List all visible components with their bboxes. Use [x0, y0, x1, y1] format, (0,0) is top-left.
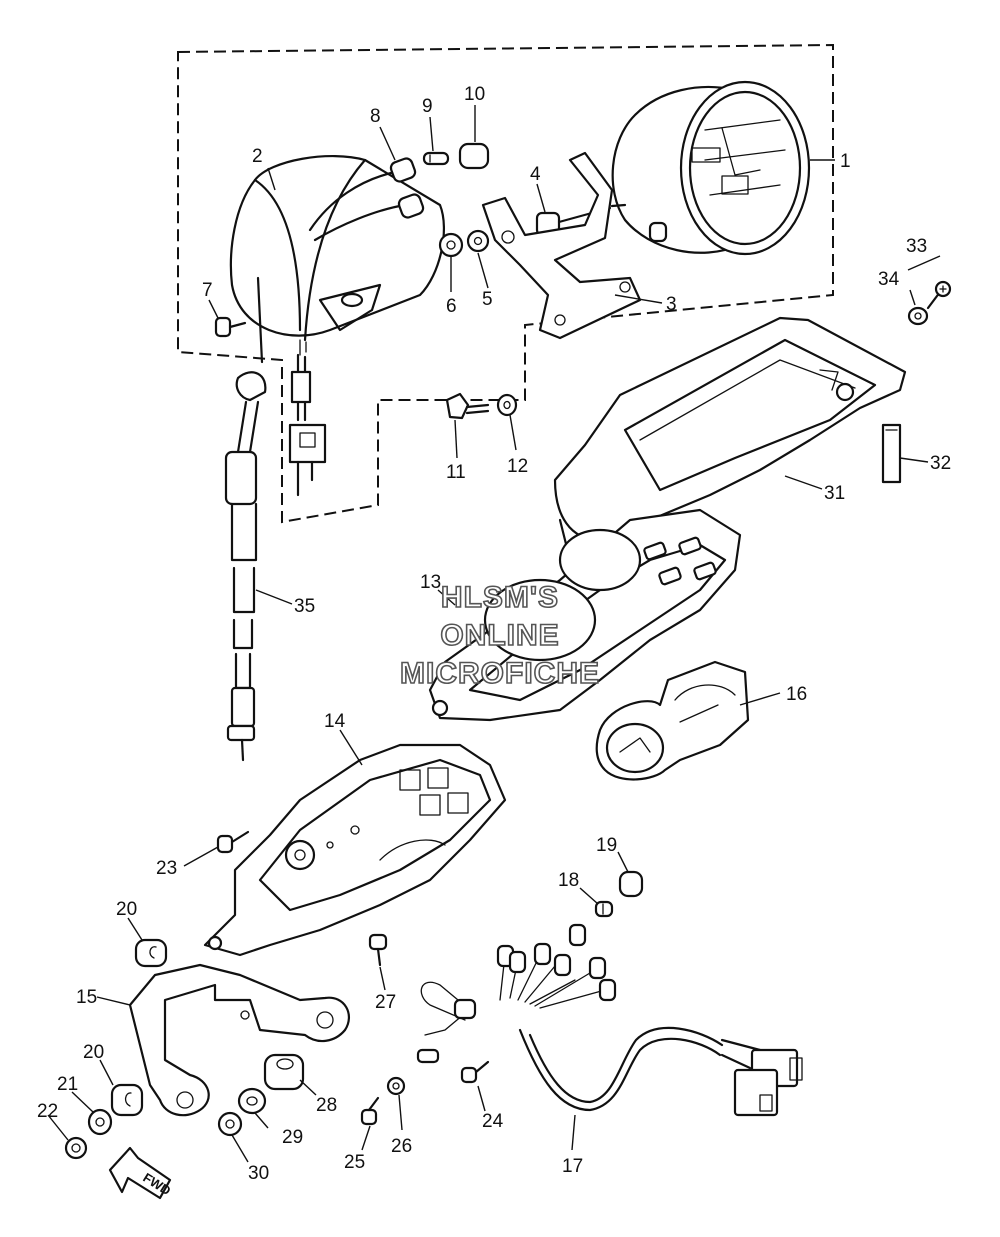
trim-piece — [881, 423, 902, 484]
callout-27: 27 — [375, 992, 396, 1013]
bulb-cap — [458, 142, 490, 170]
callout-8: 8 — [370, 106, 381, 127]
callout-28: 28 — [316, 1095, 337, 1116]
watermark-line-2: ONLINE — [440, 619, 559, 652]
callout-9: 9 — [422, 96, 433, 117]
callout-25: 25 — [344, 1152, 365, 1173]
nut — [438, 232, 464, 258]
callout-24: 24 — [482, 1111, 504, 1132]
callout-1: 1 — [840, 151, 851, 172]
speedometer-cable — [224, 276, 267, 762]
screw — [460, 1060, 490, 1084]
washer — [496, 393, 518, 417]
callout-17: 17 — [562, 1156, 583, 1177]
callout-32: 32 — [930, 453, 951, 474]
callout-26: 26 — [391, 1136, 412, 1157]
callout-13: 13 — [420, 572, 441, 593]
watermark: HLSM'S ONLINE MICROFICHE — [399, 580, 600, 691]
callout-3: 3 — [666, 294, 677, 315]
callout-7: 7 — [202, 280, 213, 301]
screw — [368, 933, 388, 967]
nut — [64, 1136, 88, 1160]
meter-case — [428, 508, 742, 722]
callout-numbers: 1 2 3 4 5 6 7 8 9 10 11 12 13 14 15 16 1… — [37, 84, 951, 1184]
meter-housing — [229, 154, 446, 356]
callout-21: 21 — [57, 1074, 78, 1095]
screw — [926, 280, 952, 310]
callout-5: 5 — [482, 289, 493, 310]
callout-10: 10 — [464, 84, 485, 105]
callout-11: 11 — [446, 462, 466, 483]
screw — [216, 830, 250, 854]
bolt — [445, 392, 490, 420]
callout-15: 15 — [76, 987, 97, 1008]
bulb-cap — [618, 870, 644, 898]
meter-base — [203, 743, 507, 957]
speedometer — [610, 80, 811, 256]
callout-19: 19 — [596, 835, 617, 856]
bulb-socket — [308, 157, 425, 242]
callout-22: 22 — [37, 1101, 58, 1122]
callout-20b: 20 — [83, 1042, 104, 1063]
callout-33: 33 — [906, 236, 927, 257]
callout-35: 35 — [294, 596, 315, 617]
nut — [217, 1111, 243, 1137]
subassembly-outline — [177, 43, 834, 524]
callout-18: 18 — [558, 870, 579, 891]
wire-harness — [416, 923, 803, 1117]
watermark-line-3: MICROFICHE — [400, 657, 600, 690]
meter-stay — [128, 963, 351, 1117]
collar — [237, 1087, 267, 1115]
callout-2: 2 — [252, 146, 263, 167]
callout-31: 31 — [824, 483, 845, 504]
grommet — [110, 1083, 144, 1117]
screw — [360, 1096, 380, 1126]
washer — [466, 229, 490, 253]
callout-29: 29 — [282, 1127, 303, 1148]
washer — [386, 1076, 406, 1096]
callout-23: 23 — [156, 858, 177, 879]
callout-30: 30 — [248, 1163, 269, 1184]
callout-4: 4 — [530, 164, 541, 185]
callout-20a: 20 — [116, 899, 137, 920]
gauge-face — [595, 660, 750, 781]
watermark-line-1: HLSM'S — [441, 581, 559, 614]
collar — [87, 1108, 113, 1136]
callout-16: 16 — [786, 684, 807, 705]
forward-direction-arrow: FWD — [108, 1146, 173, 1200]
screw — [214, 316, 247, 338]
damper — [263, 1053, 305, 1091]
bulb — [422, 151, 450, 166]
meter-bracket — [481, 151, 642, 340]
callout-14: 14 — [324, 711, 346, 732]
grommet — [134, 938, 168, 968]
bulb — [594, 900, 614, 918]
meter-wire-connector — [288, 353, 327, 497]
callout-6: 6 — [446, 296, 457, 317]
washer — [907, 306, 929, 326]
callout-34: 34 — [878, 269, 900, 290]
callout-12: 12 — [507, 456, 528, 477]
leader-lines — [47, 105, 941, 1163]
